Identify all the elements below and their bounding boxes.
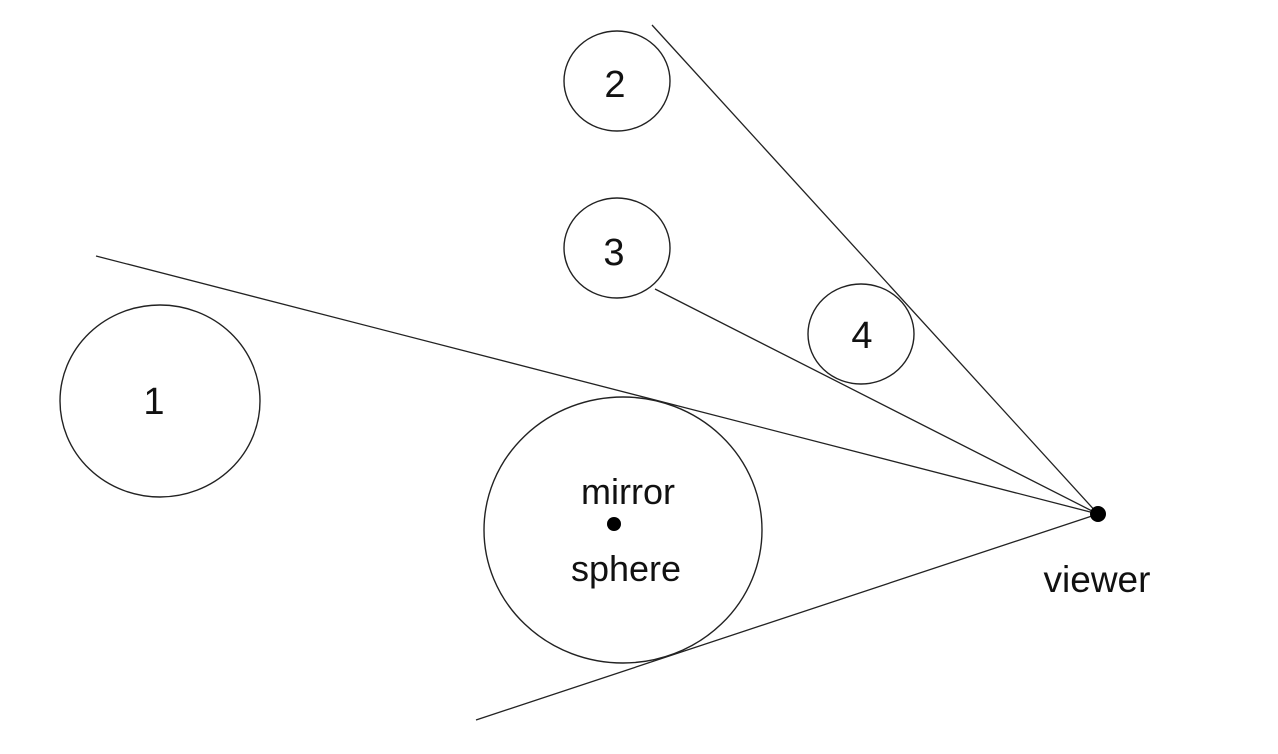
mirror-sphere: mirror sphere — [483, 396, 763, 664]
ray-upper-left — [95, 255, 1099, 515]
sphere-1-outline — [59, 304, 261, 498]
sphere-2: 2 — [563, 30, 671, 132]
sphere-4-outline — [807, 283, 915, 385]
mirror-sphere-label-top: mirror — [581, 471, 675, 512]
mirror-sphere-center-dot — [607, 517, 621, 531]
sphere-1-label: 1 — [143, 381, 164, 423]
sphere-3-outline — [563, 197, 671, 299]
viewer: viewer — [1044, 506, 1151, 600]
sphere-2-label: 2 — [604, 64, 625, 106]
ray-top — [651, 24, 1099, 515]
viewer-label: viewer — [1044, 559, 1151, 600]
sphere-3-label: 3 — [603, 232, 624, 274]
sphere-2-outline — [563, 30, 671, 132]
mirror-sphere-outline — [483, 396, 763, 664]
viewer-dot — [1090, 506, 1106, 522]
sphere-3: 3 — [563, 197, 671, 299]
ray-to-sphere-3 — [654, 288, 1099, 515]
sphere-4: 4 — [807, 283, 915, 385]
sphere-4-label: 4 — [851, 315, 872, 357]
ray-bottom — [475, 513, 1099, 721]
mirror-sphere-label-bottom: sphere — [571, 548, 681, 589]
sphere-1: 1 — [59, 304, 261, 498]
